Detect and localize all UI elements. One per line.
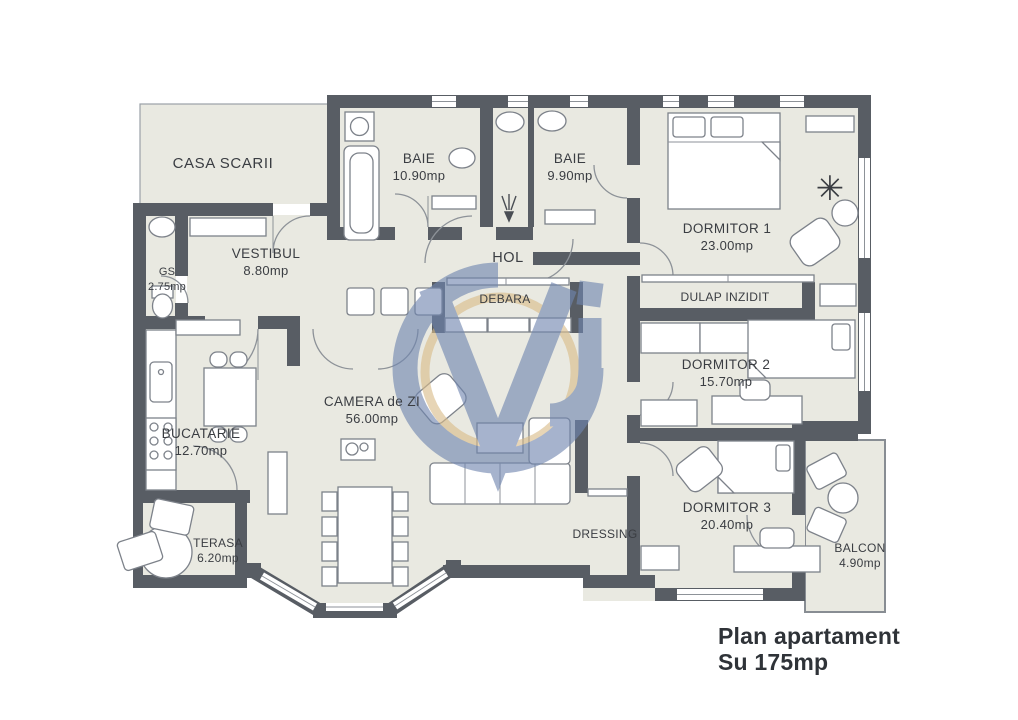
gs-door-gap (176, 276, 187, 303)
kitchen-table-icon (203, 351, 257, 443)
baie1-door-icon (394, 193, 429, 228)
armchair-icon (675, 446, 724, 493)
label-hol: HOL (492, 250, 524, 266)
wardrobe-icon (189, 217, 267, 237)
desk-icon (733, 545, 821, 573)
single-bed-icon (717, 440, 795, 494)
label-dormitor-2-area: 15.70mp (700, 374, 753, 389)
bathtub-icon (343, 145, 380, 241)
label-dormitor-3-area: 20.40mp (701, 517, 754, 532)
label-baie-2: BAIE (554, 151, 586, 166)
gs-door-icon (160, 275, 189, 304)
double-bed-icon (667, 112, 781, 210)
label-dormitor-1-area: 23.00mp (701, 238, 754, 253)
room-labels: CASA SCARII BAIE 10.90mp BAIE 9.90mp DOR… (148, 151, 885, 570)
label-bucatarie: BUCATARIE (162, 426, 241, 441)
label-dormitor-2: DORMITOR 2 (682, 357, 771, 372)
dressing-door (587, 488, 628, 497)
label-dulap-inzidit: DULAP INZIDIT (680, 290, 769, 304)
label-camera-de-zi: CAMERA de ZI (324, 394, 420, 409)
desk-icon (711, 395, 803, 425)
plan-title-line1: Plan apartament (718, 623, 900, 649)
cabinet-icon (640, 545, 680, 571)
chair-icon (116, 530, 164, 572)
sink-icon (495, 111, 525, 133)
label-vestibul-area: 8.80mp (243, 263, 288, 278)
plan-title: Plan apartament Su 175mp (718, 623, 900, 675)
label-balcon-area: 4.90mp (839, 556, 881, 570)
label-terasa: TERASA (193, 536, 243, 550)
desk-chair-icon (759, 527, 795, 549)
sideboard-icon (340, 438, 376, 461)
watermark-logo (392, 262, 604, 492)
entrance-door-icon (272, 215, 311, 254)
stool-icon (346, 287, 375, 316)
label-baie-2-area: 9.90mp (547, 168, 592, 183)
hol-double-door-left-icon (424, 215, 473, 264)
shelf-icon (487, 317, 530, 333)
label-terasa-area: 6.20mp (197, 551, 239, 565)
watermark-tail (549, 318, 602, 427)
furniture: ✳ (116, 110, 859, 587)
label-vestibul: VESTIBUL (232, 246, 301, 261)
label-camera-de-zi-area: 56.00mp (346, 411, 399, 426)
dresser-icon (640, 399, 698, 427)
stool-icon (380, 287, 409, 316)
label-gs: GS (159, 266, 175, 278)
living-opening-left-leaf (312, 328, 354, 370)
round-table-icon (827, 482, 859, 514)
label-gs-area: 2.75mp (148, 281, 186, 293)
toilet-icon (151, 285, 174, 319)
label-baie-1: BAIE (403, 151, 435, 166)
side-table-icon (831, 199, 859, 227)
windows (259, 96, 870, 611)
label-balcon: BALCON (834, 541, 885, 555)
label-debara: DEBARA (479, 292, 530, 306)
label-dormitor-3: DORMITOR 3 (683, 500, 772, 515)
kitchen-counter-icon (145, 329, 177, 491)
sink-icon (148, 216, 176, 238)
entrance-door-gap (273, 204, 310, 215)
label-casa-scarii: CASA SCARII (173, 155, 274, 172)
sink-icon (537, 110, 567, 132)
watermark-letter-v (419, 282, 577, 492)
baie2-door-icon (593, 164, 628, 199)
single-bed-icon (747, 319, 856, 379)
washing-machine-icon (344, 111, 375, 142)
plan-title-line2: Su 175mp (718, 649, 828, 675)
chair-icon (149, 498, 195, 536)
label-baie-1-area: 10.90mp (393, 168, 446, 183)
dormitor3-door-icon (639, 442, 674, 477)
label-bucatarie-area: 12.70mp (175, 443, 228, 458)
terasa-door-icon (192, 445, 238, 491)
bench-icon (805, 115, 855, 133)
label-dormitor-1: DORMITOR 1 (683, 221, 772, 236)
bathroom-shelf-icon (544, 209, 596, 225)
bathroom-cabinet-icon (431, 195, 477, 210)
chair-icon (806, 452, 847, 490)
shower-icon (501, 194, 517, 223)
tv-board-icon (267, 451, 288, 515)
built-in-column-icon (819, 283, 857, 307)
dining-table-icon (321, 486, 409, 587)
chair-icon (806, 506, 847, 544)
armchair-icon (789, 217, 841, 267)
desk-chair-icon (739, 379, 771, 401)
label-dressing: DRESSING (572, 527, 637, 541)
dormitor1-door-icon (639, 242, 674, 277)
watermark-dot (576, 280, 604, 308)
window-icon (259, 96, 870, 611)
wall-cabinet-icon (175, 319, 241, 336)
room-casa-scarii-floor (139, 103, 331, 205)
sink-icon (448, 147, 476, 169)
wardrobe-icon (640, 322, 701, 354)
